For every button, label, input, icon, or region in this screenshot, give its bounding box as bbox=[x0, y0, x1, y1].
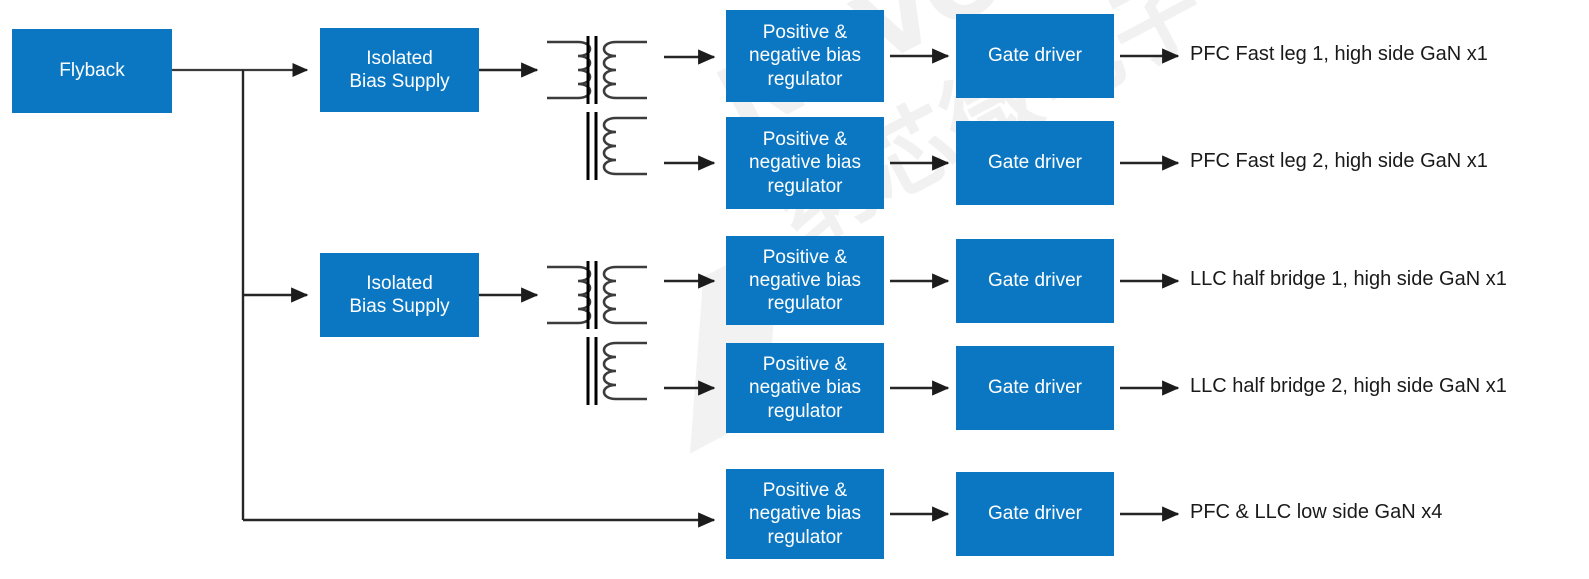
isolated-bias-supply-line1-2: Isolated bbox=[366, 272, 433, 294]
flyback-box[interactable]: Flyback bbox=[12, 29, 172, 113]
bias-regulator-label-4: Positive & negative bias regulator bbox=[745, 353, 865, 423]
gate-driver-label-1: Gate driver bbox=[988, 45, 1082, 67]
output-label-3: LLC half bridge 1, high side GaN x1 bbox=[1190, 268, 1507, 290]
bias-regulator-box-4[interactable]: Positive & negative bias regulator bbox=[726, 343, 884, 433]
gate-driver-label-2: Gate driver bbox=[988, 152, 1082, 174]
isolated-bias-supply-line1-1: Isolated bbox=[366, 47, 433, 69]
bias-regulator-line2-3: negative bias bbox=[749, 269, 861, 291]
flyback-label: Flyback bbox=[59, 60, 125, 82]
output-label-4: LLC half bridge 2, high side GaN x1 bbox=[1190, 375, 1507, 397]
bias-regulator-label-2: Positive & negative bias regulator bbox=[745, 128, 865, 198]
bias-regulator-line3-1: regulator bbox=[767, 68, 843, 90]
bias-regulator-line2-2: negative bias bbox=[749, 152, 861, 174]
gate-driver-box-2[interactable]: Gate driver bbox=[956, 121, 1114, 205]
gate-driver-box-3[interactable]: Gate driver bbox=[956, 239, 1114, 323]
bias-regulator-line3-2: regulator bbox=[767, 175, 843, 197]
isolated-bias-supply-label-1: Isolated Bias Supply bbox=[345, 47, 453, 93]
bias-regulator-label-5: Positive & negative bias regulator bbox=[745, 479, 865, 549]
bias-regulator-label-1: Positive & negative bias regulator bbox=[745, 21, 865, 91]
gate-driver-box-1[interactable]: Gate driver bbox=[956, 14, 1114, 98]
novosense-watermark: NOVOSENSE 纳芯微电子 bbox=[700, 0, 1500, 390]
bias-regulator-line2-1: negative bias bbox=[749, 45, 861, 67]
gate-driver-label-5: Gate driver bbox=[988, 503, 1082, 525]
output-label-1: PFC Fast leg 1, high side GaN x1 bbox=[1190, 43, 1488, 65]
output-label-5: PFC & LLC low side GaN x4 bbox=[1190, 501, 1443, 523]
bias-regulator-box-5[interactable]: Positive & negative bias regulator bbox=[726, 469, 884, 559]
bias-regulator-line1-2: Positive & bbox=[762, 129, 848, 151]
isolated-bias-supply-line2-2: Bias Supply bbox=[349, 296, 450, 317]
bias-regulator-box-1[interactable]: Positive & negative bias regulator bbox=[726, 10, 884, 102]
bias-regulator-line2-4: negative bias bbox=[749, 377, 861, 399]
bias-regulator-line2-5: negative bias bbox=[749, 503, 861, 525]
isolated-bias-supply-line2-1: Bias Supply bbox=[349, 71, 450, 92]
isolated-bias-supply-box-2[interactable]: Isolated Bias Supply bbox=[320, 253, 479, 337]
bias-regulator-box-2[interactable]: Positive & negative bias regulator bbox=[726, 117, 884, 209]
gate-driver-box-4[interactable]: Gate driver bbox=[956, 346, 1114, 430]
bias-regulator-box-3[interactable]: Positive & negative bias regulator bbox=[726, 236, 884, 325]
bias-regulator-line1-1: Positive & bbox=[762, 22, 848, 44]
output-label-2: PFC Fast leg 2, high side GaN x1 bbox=[1190, 150, 1488, 172]
bias-regulator-line3-5: regulator bbox=[767, 526, 843, 548]
bias-regulator-line3-3: regulator bbox=[767, 293, 843, 315]
bias-regulator-line1-3: Positive & bbox=[762, 246, 848, 268]
isolated-bias-supply-box-1[interactable]: Isolated Bias Supply bbox=[320, 28, 479, 112]
transformer-1 bbox=[547, 36, 647, 180]
transformer-2 bbox=[547, 261, 647, 405]
bias-regulator-line1-5: Positive & bbox=[762, 480, 848, 502]
bias-regulator-line1-4: Positive & bbox=[762, 354, 848, 376]
bias-regulator-label-3: Positive & negative bias regulator bbox=[745, 246, 865, 316]
bias-regulator-line3-4: regulator bbox=[767, 400, 843, 422]
gate-driver-box-5[interactable]: Gate driver bbox=[956, 472, 1114, 556]
isolated-bias-supply-label-2: Isolated Bias Supply bbox=[345, 272, 453, 318]
gate-driver-label-4: Gate driver bbox=[988, 377, 1082, 399]
gate-driver-label-3: Gate driver bbox=[988, 270, 1082, 292]
